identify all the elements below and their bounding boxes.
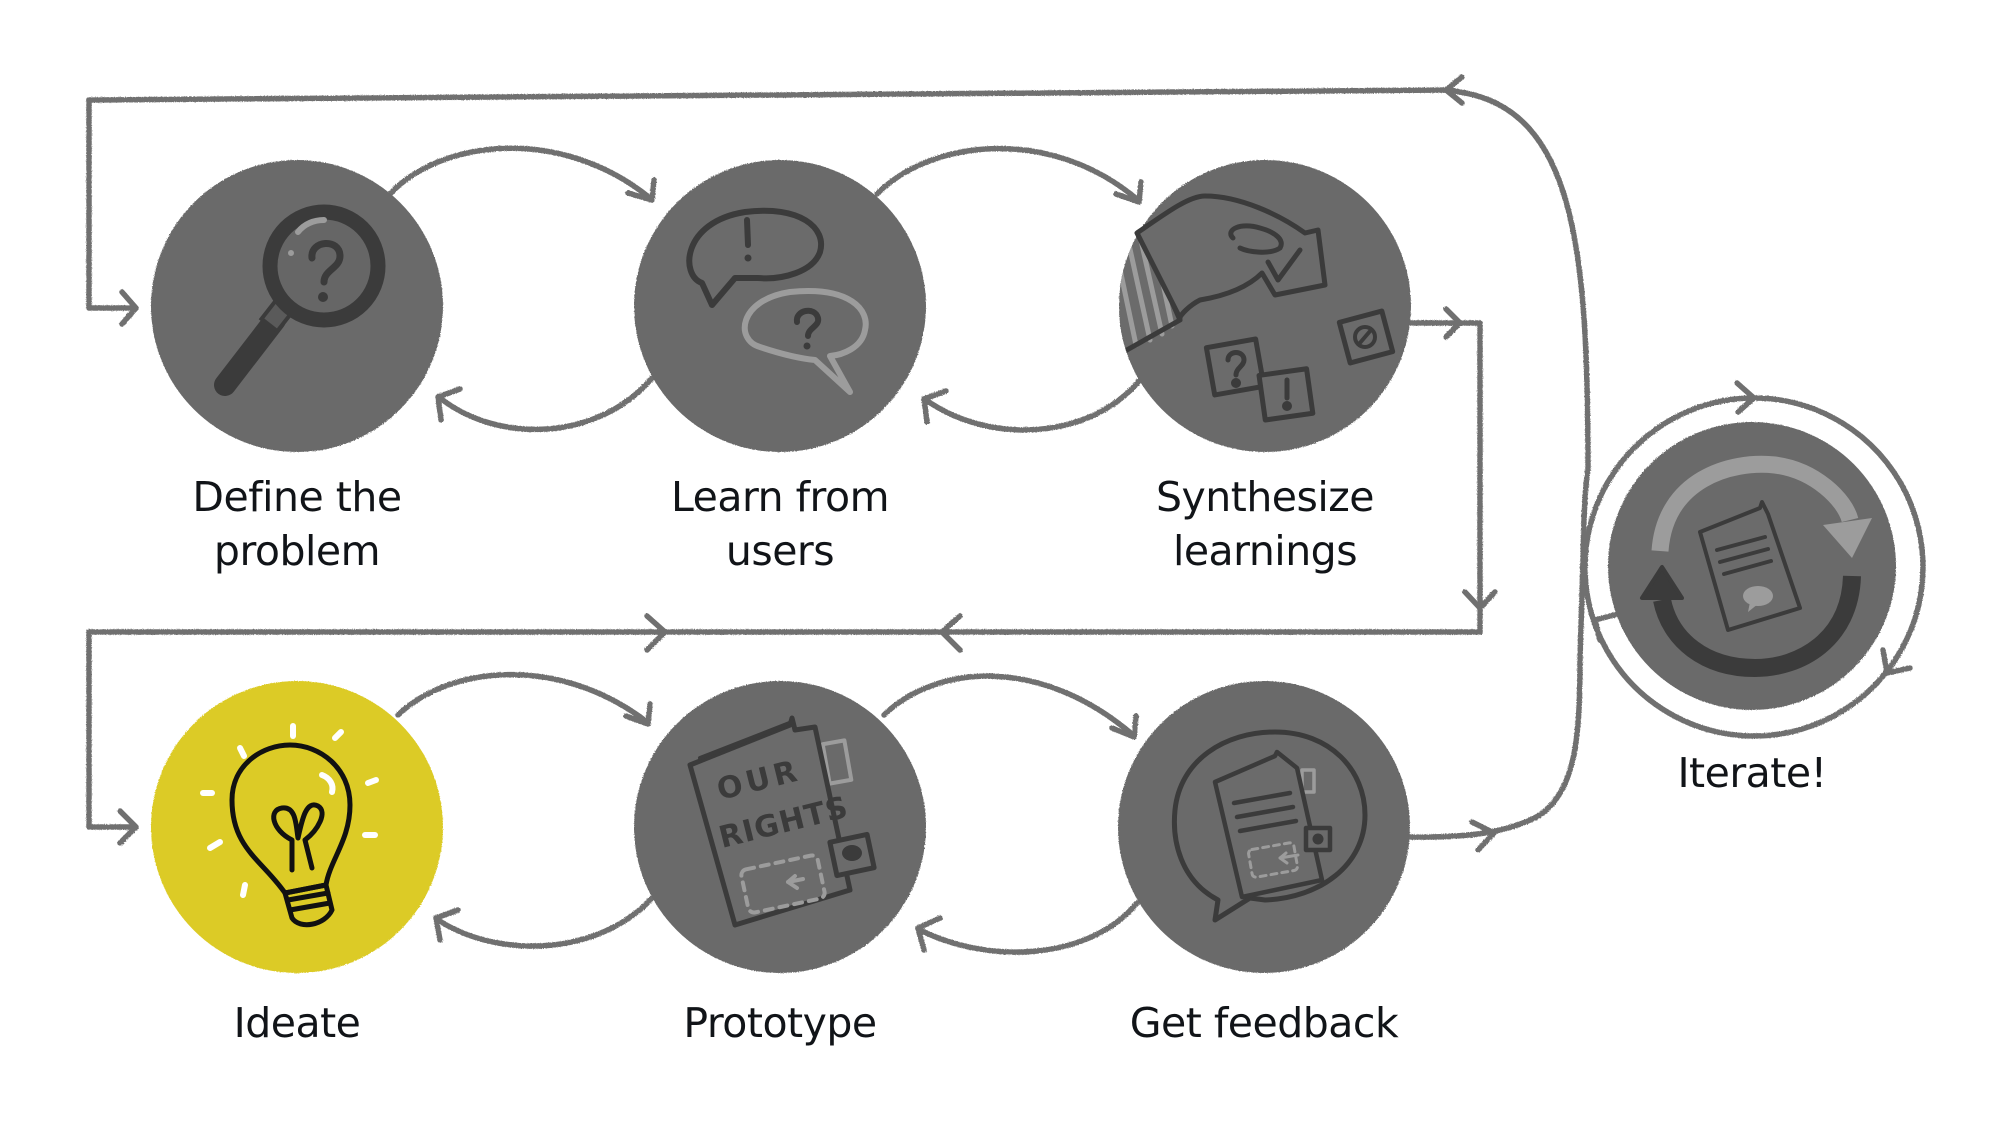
synthesize-exit-line bbox=[86, 320, 1483, 830]
step-define-label-line1: Define the bbox=[192, 473, 402, 521]
learn-to-synthesize-arrowhead bbox=[1113, 179, 1144, 205]
lightbulb-icon bbox=[200, 723, 379, 928]
iterate-loop-top-arrowhead bbox=[1734, 380, 1757, 415]
learn-to-define-arrowhead bbox=[435, 386, 463, 423]
feedback-to-prototype-arc bbox=[917, 900, 1140, 955]
top-bus-arrowhead bbox=[1443, 74, 1465, 106]
prototype-to-feedback-arrowhead bbox=[1109, 713, 1139, 740]
connectors bbox=[86, 74, 1926, 955]
feedback-exit-arrowhead bbox=[1469, 819, 1497, 853]
prototype-to-ideate-arrowhead bbox=[433, 907, 461, 943]
step-prototype-label-line1: Prototype bbox=[683, 999, 877, 1047]
step-ideate-label: Ideate bbox=[97, 996, 497, 1050]
step-learn[interactable] bbox=[634, 160, 926, 452]
magnifier-question-icon bbox=[214, 204, 386, 396]
iterate-loop-left-arrowhead bbox=[1592, 611, 1621, 643]
middle-down-arrowhead bbox=[1462, 589, 1498, 611]
step-define[interactable] bbox=[151, 160, 443, 452]
step-feedback-label-line1: Get feedback bbox=[1129, 999, 1399, 1047]
define-entry-arrowhead bbox=[119, 289, 139, 327]
hand-sticky-notes-icon bbox=[1119, 193, 1396, 423]
step-synthesize-label: Synthesize learnings bbox=[1065, 470, 1465, 578]
step-prototype-label: Prototype bbox=[580, 996, 980, 1050]
step-synthesize-label-line2: learnings bbox=[1172, 527, 1358, 575]
ideate-to-prototype-arrowhead bbox=[623, 701, 653, 727]
step-learn-label-line1: Learn from bbox=[670, 473, 890, 521]
cycle-arrows-booklet-icon bbox=[1640, 455, 1872, 678]
middle-bus-left-arrowhead bbox=[939, 613, 963, 653]
step-ideate[interactable] bbox=[151, 681, 443, 973]
step-learn-label-line2: users bbox=[725, 527, 835, 575]
step-learn-label: Learn from users bbox=[580, 470, 980, 578]
booklet-speech-bubble-icon bbox=[1171, 729, 1368, 923]
ideate-entry-arrowhead bbox=[117, 808, 139, 846]
step-prototype[interactable]: OUR RIGHTS bbox=[634, 681, 926, 973]
step-ideate-label-line1: Ideate bbox=[233, 999, 361, 1047]
synthesize-exit-arrowhead bbox=[1443, 306, 1463, 340]
prototype-to-ideate-arc bbox=[435, 895, 655, 949]
learn-to-define-arc bbox=[437, 375, 655, 433]
step-iterate-label-line1: Iterate! bbox=[1677, 749, 1827, 797]
top-return-line bbox=[86, 87, 1591, 473]
define-to-learn-arrowhead bbox=[625, 177, 657, 203]
prototype-to-feedback-arc bbox=[881, 673, 1136, 738]
step-learn-circle[interactable] bbox=[634, 160, 926, 452]
booklet-icon: OUR RIGHTS bbox=[687, 715, 877, 928]
define-to-learn-arc bbox=[387, 145, 653, 201]
synthesize-to-learn-arrowhead bbox=[921, 388, 949, 425]
step-iterate-label: Iterate! bbox=[1552, 746, 1952, 800]
step-synthesize[interactable] bbox=[1116, 160, 1411, 452]
feedback-to-prototype-arrowhead bbox=[915, 915, 943, 953]
synthesize-to-learn-arc bbox=[923, 377, 1143, 433]
step-synthesize-label-line1: Synthesize bbox=[1155, 473, 1375, 521]
step-feedback[interactable] bbox=[1118, 681, 1410, 973]
iterate-loop-right-arrowhead bbox=[1880, 647, 1913, 676]
step-define-label: Define the problem bbox=[97, 470, 497, 578]
ideate-to-prototype-arc bbox=[395, 671, 650, 725]
iterate-loop-ring bbox=[1582, 395, 1926, 739]
step-define-label-line2: problem bbox=[213, 527, 381, 575]
step-feedback-label: Get feedback bbox=[1064, 996, 1464, 1050]
speech-bubbles-icon bbox=[686, 207, 869, 395]
middle-bus-right-arrowhead bbox=[644, 613, 668, 653]
step-iterate[interactable] bbox=[1608, 422, 1896, 710]
learn-to-synthesize-arc bbox=[874, 145, 1141, 203]
